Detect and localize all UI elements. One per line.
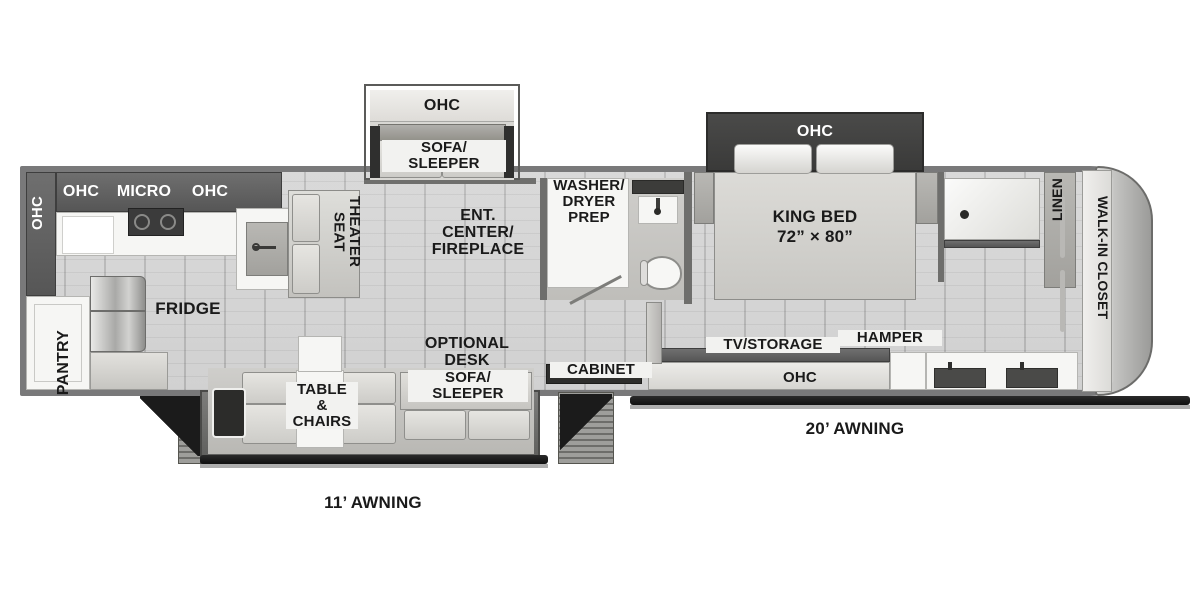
fridge-base-cabinet: [90, 352, 168, 390]
closet-rod-lower: [1060, 270, 1065, 332]
awning-bar-rear-shadow: [630, 405, 1190, 409]
fridge-unit: [90, 276, 146, 352]
ohc-living-label: OHC: [423, 97, 461, 114]
ohc-living-cabinet: [370, 90, 514, 122]
hamper-label: HAMPER: [838, 330, 942, 346]
hamper-cabinet: [890, 352, 926, 390]
cooktop-burner-2: [160, 214, 176, 230]
sofa-sleeper-top-label: SOFA/ SLEEPER: [382, 140, 506, 172]
ent-center-label: ENT. CENTER/ FIREPLACE: [431, 207, 525, 258]
front-entry-door-swing: [140, 396, 200, 456]
rear-faucet-right-icon: [1020, 362, 1024, 370]
awning-rear-label: 20’ AWNING: [805, 419, 905, 438]
cooktop-burner-1: [134, 214, 150, 230]
king-bed-size-label: 72” × 80”: [777, 227, 853, 246]
rear-bath-wall: [938, 172, 944, 282]
ohc-kitchen-left-label: OHC: [62, 183, 100, 200]
rear-entry-door-swing: [560, 394, 612, 450]
theater-seat-cushion-top: [292, 194, 320, 242]
door-knob-icon: [252, 243, 260, 251]
kitchen-counter-inner: [62, 216, 114, 254]
optional-desk-label: OPTIONAL DESK: [424, 335, 510, 369]
rear-faucet-left-icon: [948, 362, 952, 370]
walk-in-closet-label: WALK-IN CLOSET: [1095, 196, 1111, 320]
mid-bath-faucet-icon: [656, 198, 660, 210]
ohc-bedroom-label: OHC: [796, 123, 834, 140]
slide-tv-panel: [212, 388, 246, 438]
ohc-rear-label: OHC: [783, 369, 817, 386]
toilet-tank-icon: [640, 260, 648, 286]
awning-front-label: 11’ AWNING: [324, 493, 422, 512]
shower-drain-icon: [960, 210, 969, 219]
table-chairs-label: TABLE & CHAIRS: [286, 382, 358, 430]
pillow-right: [816, 144, 894, 174]
center-post: [646, 302, 662, 364]
rear-ohc-run: [648, 362, 890, 390]
washer-dryer-cabinet: [547, 178, 629, 288]
walk-in-closet: [1082, 170, 1112, 392]
sofa-sleeper-bottom-cushion-left: [404, 410, 466, 440]
mid-bath-vanity-counter: [632, 180, 684, 194]
linen-label: LINEN: [1049, 178, 1065, 221]
king-bed-label: KING BED: [772, 207, 858, 226]
nightstand-right: [916, 172, 938, 224]
pantry-cabinet: [26, 296, 90, 390]
ent-center-wall: [364, 178, 536, 184]
bathroom-wall-left: [540, 178, 547, 300]
linen-closet: [1044, 172, 1076, 288]
rear-sink-left: [934, 368, 986, 388]
pantry-door-line: [34, 304, 82, 382]
living-slide-arm-left: [370, 126, 380, 178]
table-leaf: [298, 336, 342, 372]
ohc-front-cabinet: [26, 172, 56, 296]
bathroom-wall-right: [684, 172, 692, 304]
pillow-left: [734, 144, 812, 174]
theater-seat-cushion-bottom: [292, 244, 320, 294]
awning-bar-rear: [630, 396, 1190, 405]
entry-door-panel: [246, 222, 288, 276]
nightstand-left: [694, 172, 714, 224]
tv-storage-label: TV/STORAGE: [706, 337, 840, 353]
awning-bar-front-shadow: [200, 464, 548, 468]
pantry-label: PANTRY: [55, 330, 72, 396]
sofa-sleeper-bottom-label: SOFA/ SLEEPER: [408, 370, 528, 402]
micro-label: MICRO: [116, 183, 172, 200]
closet-rod-upper: [1060, 196, 1065, 258]
fridge-label: FRIDGE: [155, 299, 221, 318]
toilet-icon: [642, 256, 682, 290]
ohc-kitchen-right-label: OHC: [191, 183, 229, 200]
fridge-divider: [90, 310, 146, 312]
king-bed: [714, 172, 916, 300]
awning-bar-front: [200, 455, 548, 464]
shower-door-track: [944, 240, 1040, 248]
door-handle-icon: [254, 246, 276, 249]
cabinet-label: CABINET: [550, 362, 652, 378]
rear-sink-right: [1006, 368, 1058, 388]
living-slide-arm-right: [504, 126, 514, 178]
ohc-front-label: OHC: [29, 196, 46, 230]
washer-dryer-label: WASHER/ DRYER PREP: [553, 177, 625, 226]
theater-seat-label: THEATER SEAT: [330, 196, 363, 268]
shower-pan: [944, 178, 1040, 240]
sofa-sleeper-bottom-cushion-right: [468, 410, 530, 440]
mid-bath-drain-icon: [654, 208, 661, 215]
